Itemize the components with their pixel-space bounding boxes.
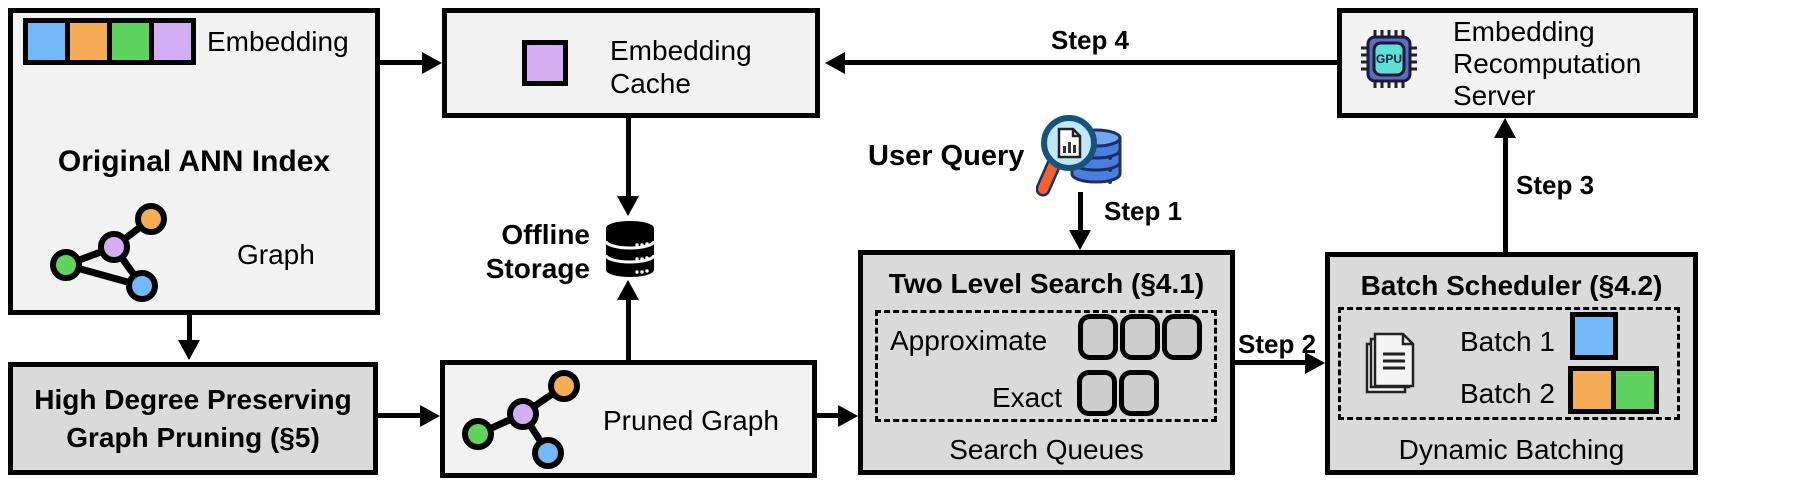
approximate-queue-slots	[1078, 314, 1202, 360]
arrow-step1	[1078, 192, 1083, 232]
arrow-step4	[843, 60, 1337, 65]
pruned-graph-box: Pruned Graph	[440, 360, 817, 478]
embedding-cache-title: Embedding Cache	[610, 35, 752, 99]
original-ann-index-title: Original ANN Index	[57, 145, 331, 178]
pruned-graph-label: Pruned Graph	[603, 405, 779, 436]
queue-slot	[1119, 370, 1159, 416]
queue-slot	[1077, 370, 1117, 416]
search-queues-region: Approximate Exact	[875, 310, 1217, 422]
batch2-cell-green	[1616, 371, 1654, 409]
batch2-embedding-strip	[1568, 366, 1659, 414]
batch1-embedding-swatch	[1570, 312, 1618, 360]
offline-storage-label: Offline Storage	[485, 219, 590, 284]
arrowhead	[420, 405, 440, 427]
database-icon	[604, 221, 656, 277]
arrowhead	[617, 196, 639, 216]
recomputation-server-box: GPU Embedding Recomputation Server	[1337, 8, 1698, 118]
exact-queue-slots	[1077, 370, 1159, 416]
pruned-graph-icon	[462, 370, 580, 469]
batch-scheduler-box: Batch Scheduler (§4.2) Batch 1 Batch 2	[1325, 252, 1698, 475]
batch2-cell-orange	[1573, 371, 1611, 409]
arrowhead	[825, 52, 845, 74]
dynamic-batching-region: Batch 1 Batch 2	[1338, 307, 1680, 420]
queue-slot	[1120, 314, 1160, 360]
step2-label: Step 2	[1238, 329, 1317, 359]
arrowhead	[838, 405, 858, 427]
batch1-label: Batch 1	[1460, 326, 1555, 357]
cached-embedding-swatch	[522, 40, 568, 86]
two-level-search-title: Two Level Search (§4.1)	[888, 268, 1205, 299]
arrowhead	[1494, 118, 1516, 138]
arrow-pruned-graph-to-search	[817, 413, 840, 418]
arrowhead	[178, 340, 200, 360]
dynamic-batching-caption: Dynamic Batching	[1398, 434, 1625, 465]
arrow-ann-to-pruning	[187, 315, 192, 341]
embedding-cell-purple	[154, 23, 191, 60]
queue-slot	[1162, 314, 1202, 360]
original-graph-icon	[50, 203, 167, 302]
exact-label: Exact	[991, 382, 1062, 413]
arrowhead	[422, 52, 442, 74]
search-queues-caption: Search Queues	[949, 434, 1144, 465]
step1-label: Step 1	[1104, 196, 1183, 226]
arrow-ann-to-cache	[380, 60, 424, 65]
arrow-pruning-to-pruned-graph	[378, 413, 422, 418]
documents-icon	[1365, 332, 1415, 394]
recomputation-server-title: Embedding Recomputation Server	[1453, 16, 1642, 111]
arrowhead	[617, 280, 639, 300]
embedding-cell-blue	[28, 23, 65, 60]
arrow-step2	[1235, 360, 1307, 365]
batch-scheduler-title: Batch Scheduler (§4.2)	[1360, 270, 1663, 301]
gpu-label: GPU	[1376, 52, 1402, 66]
embedding-cell-green	[112, 23, 149, 60]
user-query-label: User Query	[868, 140, 1025, 172]
approximate-label: Approximate	[890, 325, 1048, 356]
high-degree-pruning-box: High Degree Preserving Graph Pruning (§5…	[8, 362, 378, 475]
gpu-icon: GPU	[1361, 30, 1417, 88]
original-ann-index-box: Embedding Original ANN Index Graph	[8, 8, 380, 315]
high-degree-pruning-line1: High Degree Preserving	[34, 383, 352, 415]
arrow-cache-to-storage	[626, 118, 631, 198]
two-level-search-box: Two Level Search (§4.1) Approximate Exac…	[858, 250, 1235, 475]
queue-slot	[1078, 314, 1118, 360]
user-query-search-database-icon	[1036, 115, 1122, 197]
embedding-vector-strip	[23, 18, 196, 65]
embedding-cache-box: Embedding Cache	[442, 8, 820, 118]
embedding-label: Embedding	[207, 26, 349, 57]
step4-label: Step 4	[1050, 25, 1130, 55]
arrow-step3	[1503, 136, 1508, 252]
batch2-label: Batch 2	[1460, 378, 1555, 409]
embedding-cell-orange	[70, 23, 107, 60]
arrow-pruned-graph-to-storage	[626, 298, 631, 360]
step3-label: Step 3	[1516, 170, 1595, 200]
high-degree-pruning-line2: Graph Pruning (§5)	[66, 421, 320, 453]
arrowhead	[1069, 230, 1091, 250]
graph-label: Graph	[237, 239, 315, 270]
arrowhead	[1305, 352, 1325, 374]
